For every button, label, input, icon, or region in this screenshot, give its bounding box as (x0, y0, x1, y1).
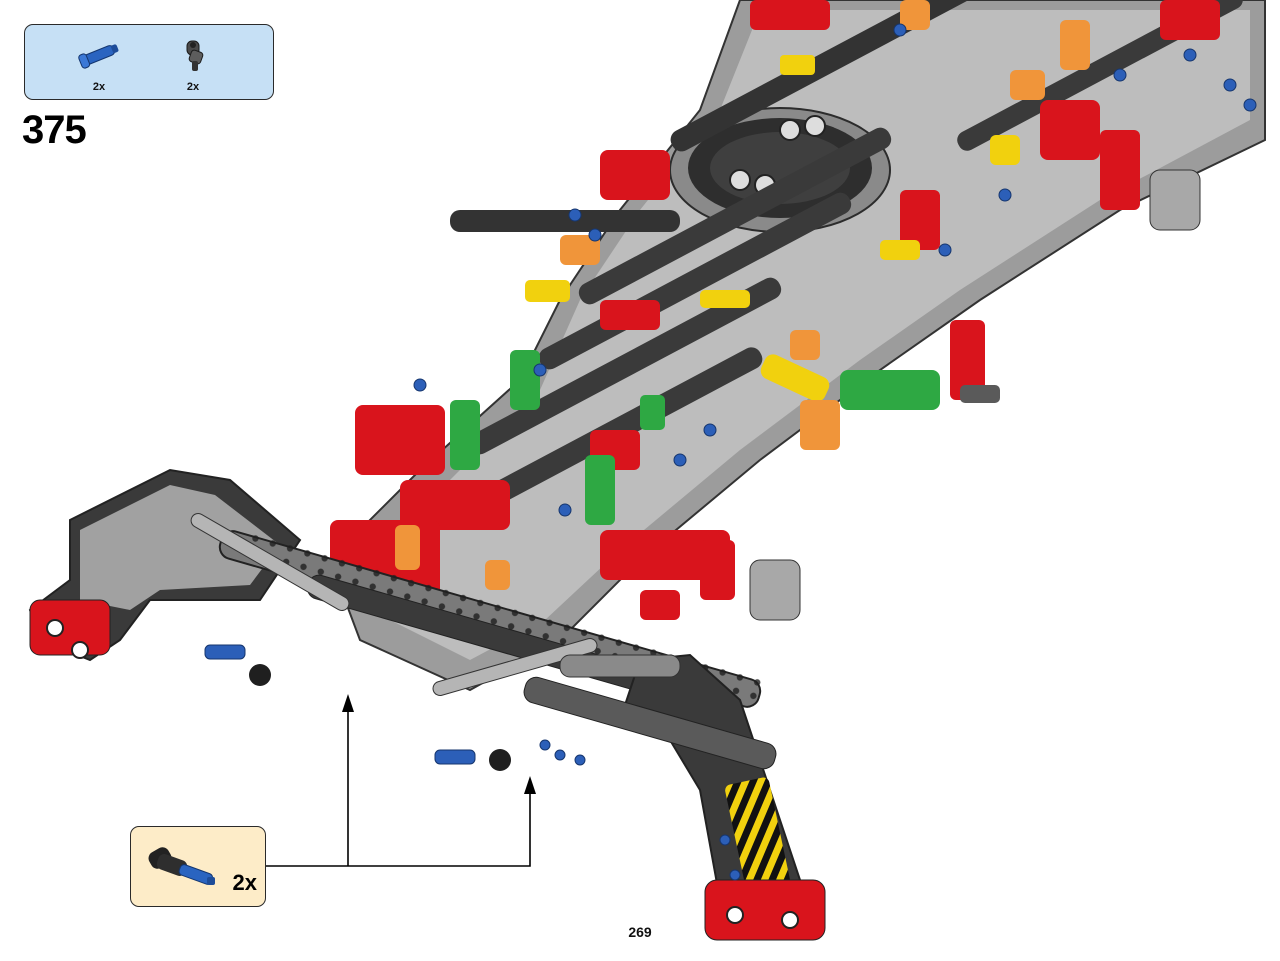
page-number: 269 (628, 924, 652, 940)
callout-qty: 2x (232, 870, 257, 895)
parts-item-blue-axle-pin: 2x (69, 33, 129, 97)
blue-axle-pin-icon (78, 44, 119, 69)
parts-list-box: 2x 2x (24, 24, 274, 100)
callout-pointer-lines (266, 702, 531, 867)
parts-item-qty: 2x (186, 81, 200, 93)
front-axle-assembly (28, 468, 826, 941)
angled-connector-with-pin-icon (148, 847, 215, 885)
chassis-frame (328, 0, 1266, 692)
angled-connector-icon (186, 40, 204, 71)
sub-assembly-callout: 2x (130, 826, 266, 907)
parts-item-qty: 2x (92, 81, 106, 93)
pointer-arrowhead-right (524, 776, 536, 794)
step-number: 375 (22, 108, 87, 152)
parts-item-angled-connector: 2x (163, 33, 223, 97)
pointer-arrowhead-left (342, 694, 354, 712)
